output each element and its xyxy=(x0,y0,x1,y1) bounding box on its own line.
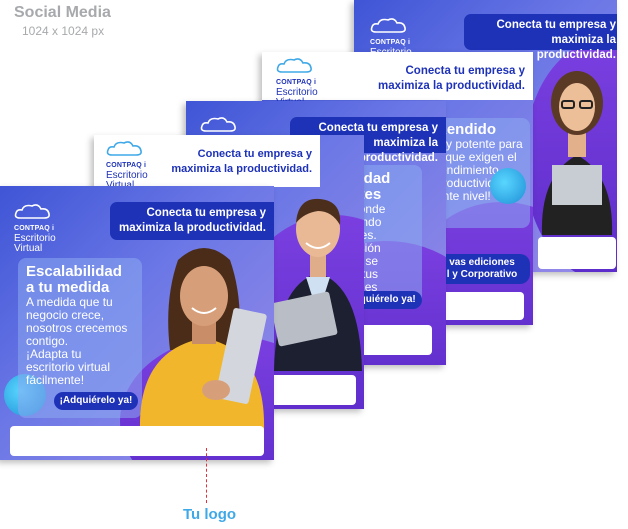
content-panel: Escalabilidad a tu medida A medida que t… xyxy=(18,258,142,418)
logo-caption: Tu logo xyxy=(183,506,237,523)
cloud-icon xyxy=(276,58,318,76)
logo: CONTPAQ i Escritorio Virtual xyxy=(14,204,56,254)
cta-button[interactable]: ¡Adquiérelo ya! xyxy=(54,392,138,410)
banner: Conecta tu empresa y maximiza la product… xyxy=(464,14,617,61)
header-title: Social Media xyxy=(14,4,111,21)
card-5: CONTPAQ i Escritorio Virtual Conecta tu … xyxy=(354,0,617,272)
decor-circle xyxy=(490,168,526,204)
banner-line2: maximiza la productividad. xyxy=(536,34,616,61)
cloud-icon xyxy=(106,141,148,159)
banner: Conecta tu empresa y maximiza la product… xyxy=(110,202,274,240)
banner-line1: Conecta tu empresa y xyxy=(496,19,616,31)
panel-body: A medida que tu negocio crece, nosotros … xyxy=(26,295,128,387)
cloud-icon xyxy=(14,204,56,222)
banner-line1: Conecta tu empresa y xyxy=(146,207,266,219)
logo-placeholder xyxy=(10,426,264,456)
editions-badge: vas ediciones l y Corporativo xyxy=(434,254,530,284)
panel-title: Escalabilidad a tu medida xyxy=(26,263,122,296)
logo: CONTPAQ i Escritorio Virtual xyxy=(106,141,148,191)
woman-glasses-image xyxy=(532,55,617,235)
card-1: CONTPAQ i Escritorio Virtual Conecta tu … xyxy=(0,186,274,460)
woman-yellow-image xyxy=(134,240,270,430)
cloud-icon xyxy=(370,18,412,36)
man-laptop-image xyxy=(270,185,364,371)
logo-brand: CONTPAQ i xyxy=(370,39,411,46)
logo xyxy=(200,117,240,135)
panel-title: Rendido xyxy=(436,121,496,138)
logo-placeholder xyxy=(270,375,356,405)
logo-pointer-line xyxy=(206,448,207,503)
logo-placeholder xyxy=(538,237,616,269)
banner-white: Conecta tu empresa y maximiza la product… xyxy=(262,52,533,100)
header-size: 1024 x 1024 px xyxy=(22,24,105,38)
banner-line2: maximiza la productividad. xyxy=(119,222,266,234)
cloud-icon xyxy=(200,117,240,135)
logo-placeholder xyxy=(432,292,524,320)
